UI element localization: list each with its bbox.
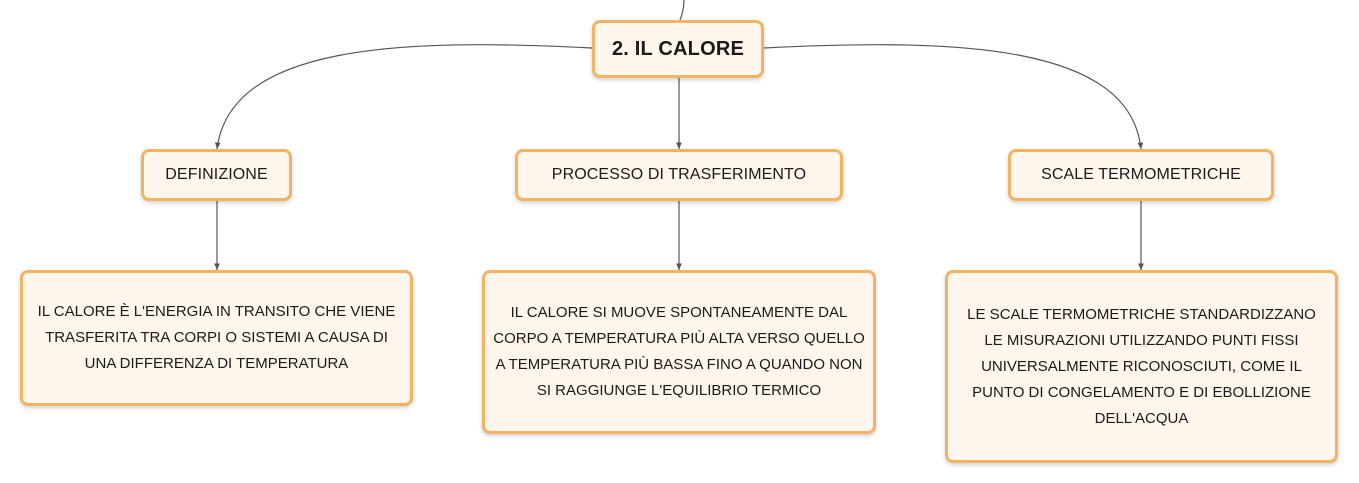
connector-incoming [679,0,685,21]
branch-node-scale[interactable]: SCALE TERMOMETRICHE [1008,149,1274,201]
detail-node-scale[interactable]: LE SCALE TERMOMETRICHE STANDARDIZZANO LE… [945,270,1338,463]
detail-node-text: LE SCALE TERMOMETRICHE STANDARDIZZANO LE… [967,305,1316,427]
branch-node-label: PROCESSO DI TRASFERIMENTO [551,166,807,183]
root-node[interactable]: 2. IL CALORE [592,20,764,78]
branch-node-processo[interactable]: PROCESSO DI TRASFERIMENTO [515,149,843,201]
root-node-label: 2. IL CALORE [611,37,745,60]
detail-node-processo[interactable]: IL CALORE SI MUOVE SPONTANEAMENTE DAL CO… [482,270,876,434]
branch-node-label: DEFINIZIONE [165,166,268,183]
branch-node-label: SCALE TERMOMETRICHE [1041,166,1241,183]
detail-node-definizione[interactable]: IL CALORE È L'ENERGIA IN TRANSITO CHE VI… [20,270,413,406]
connector-root-scale [763,44,1144,150]
detail-node-text: IL CALORE È L'ENERGIA IN TRANSITO CHE VI… [37,303,396,372]
detail-node-text: IL CALORE SI MUOVE SPONTANEAMENTE DAL CO… [493,304,865,399]
branch-node-definizione[interactable]: DEFINIZIONE [141,149,292,201]
connector-root-definizione [214,44,593,150]
